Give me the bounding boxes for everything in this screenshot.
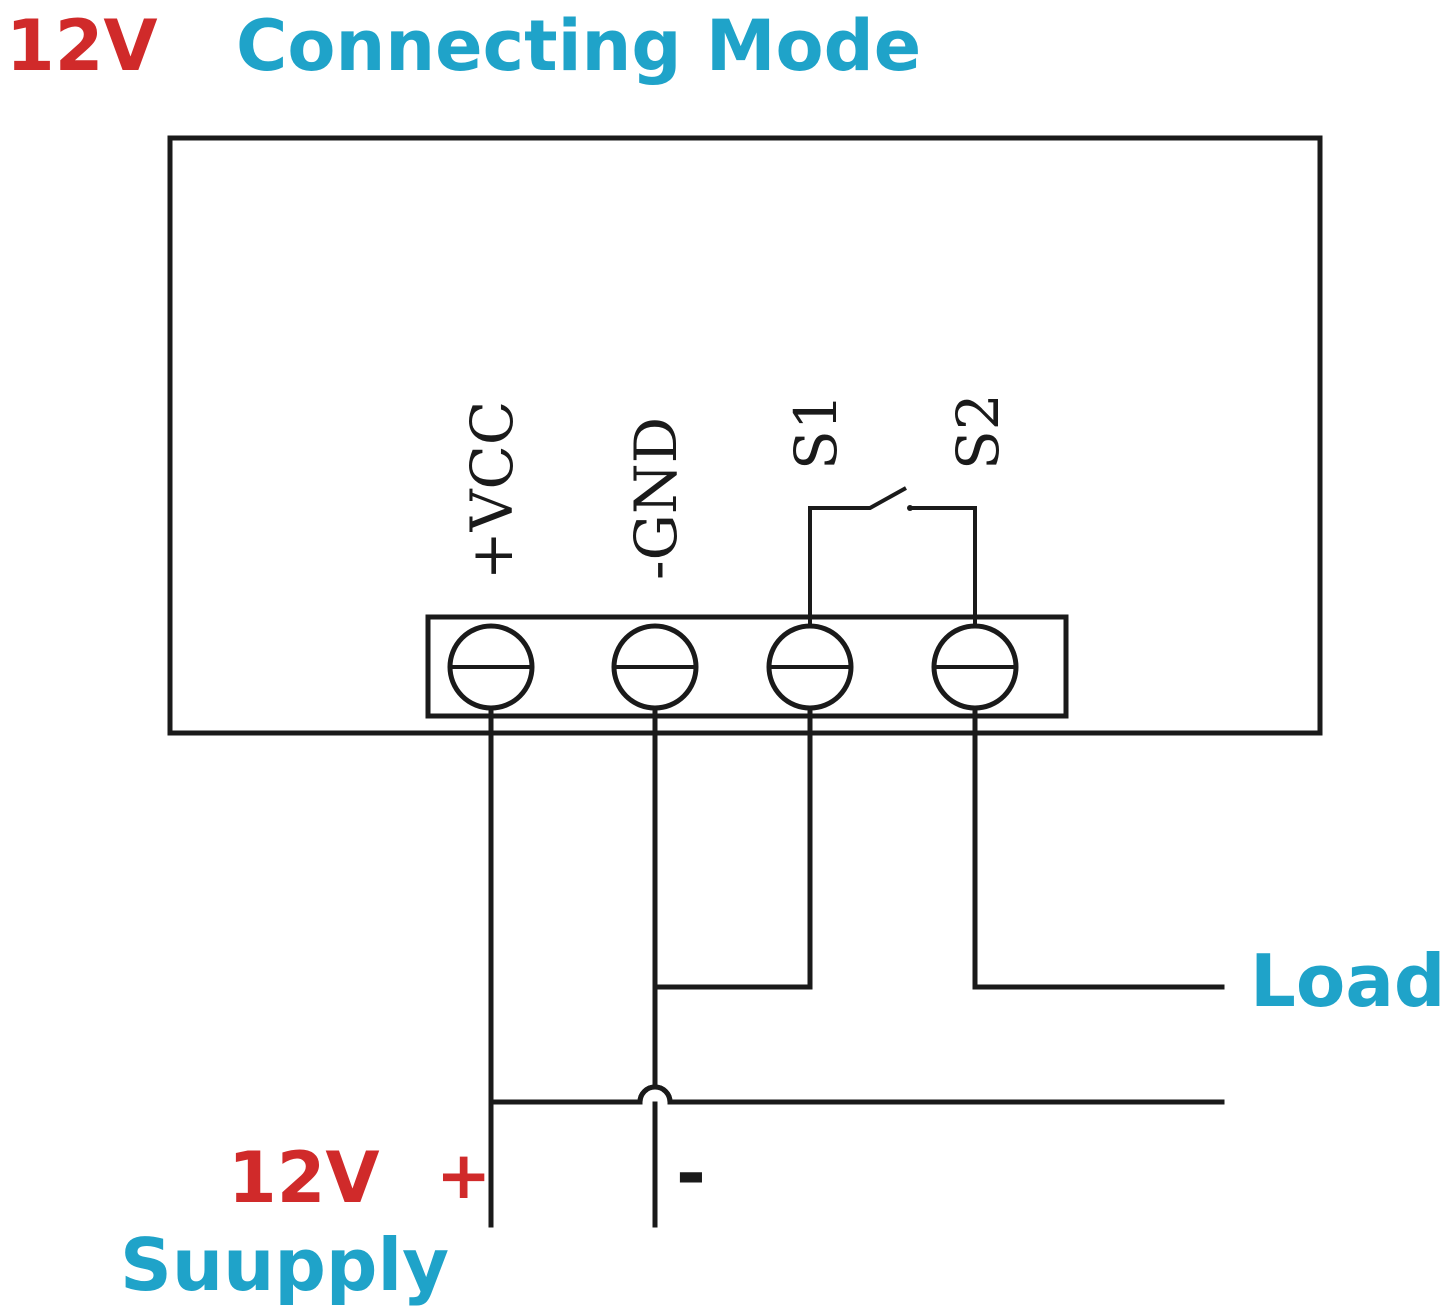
supply-plus: + bbox=[436, 1137, 491, 1214]
wire-s2-load bbox=[972, 705, 1225, 990]
screw-terminal-s1 bbox=[766, 623, 854, 711]
supply-voltage: 12V bbox=[228, 1137, 380, 1219]
terminal-block bbox=[425, 614, 1069, 719]
header-title: Connecting Mode bbox=[236, 5, 921, 87]
header-voltage: 12V bbox=[6, 5, 158, 87]
terminal-label-s2: S2 bbox=[944, 393, 1012, 470]
wire-load-return bbox=[488, 1084, 1225, 1105]
screw-terminal-vcc bbox=[447, 623, 535, 711]
supply-minus: - bbox=[676, 1131, 706, 1215]
internal-switch bbox=[808, 486, 977, 625]
wire-s1 bbox=[652, 705, 813, 990]
module-body bbox=[167, 135, 1323, 736]
terminal-label-gnd: -GND bbox=[622, 417, 690, 580]
screw-terminal-s2 bbox=[931, 623, 1019, 711]
load-label: Load bbox=[1250, 939, 1442, 1023]
terminal-label-vcc: +VCC bbox=[458, 401, 526, 580]
supply-label: Suupply bbox=[120, 1223, 449, 1307]
screw-terminal-gnd bbox=[611, 623, 699, 711]
terminal-label-s1: S1 bbox=[782, 393, 850, 470]
